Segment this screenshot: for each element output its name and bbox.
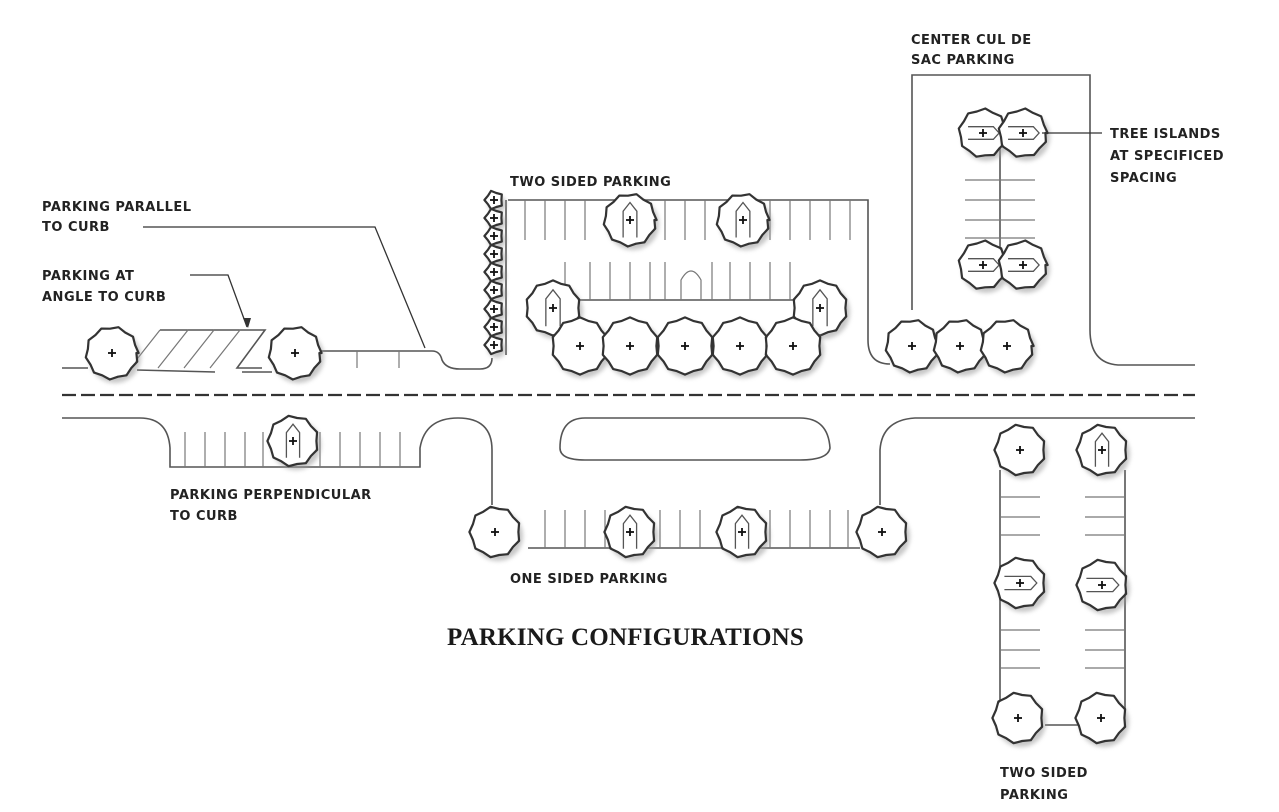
tree-icon: [764, 316, 824, 378]
tree-icon: [957, 239, 1010, 293]
label-angle-line1: PARKING AT: [42, 269, 134, 284]
label-parallel-line1: PARKING PARALLEL: [42, 200, 192, 215]
tree-icon: [1074, 691, 1129, 747]
one-sided-parking-stalls: [544, 510, 849, 548]
tree-icon: [551, 316, 611, 378]
tree-icon: [711, 316, 771, 378]
label-cul-de-sac-line2: SAC PARKING: [911, 53, 1015, 68]
label-cul-de-sac-line1: CENTER CUL DE: [911, 33, 1032, 48]
tree-icon: [601, 316, 661, 378]
tree-icon: [267, 326, 324, 383]
tree-icon: [266, 414, 321, 470]
two-sided-parking-lot: [505, 199, 891, 365]
label-two-sided-right-line2: PARKING: [1000, 788, 1068, 803]
tree-icon: [997, 107, 1050, 161]
tree-icon: [483, 261, 506, 285]
tree-icon: [483, 334, 506, 358]
leader-angle: [190, 274, 248, 328]
tree-icon: [1075, 558, 1130, 614]
tree-icon: [468, 505, 523, 561]
tree-icon: [993, 556, 1048, 612]
median-island: [559, 417, 831, 461]
tree-icon: [991, 691, 1046, 747]
parallel-parking-area: [318, 350, 493, 370]
label-two-sided-top: TWO SIDED PARKING: [510, 175, 671, 190]
label-tree-islands-line2: AT SPECIFICED: [1110, 149, 1224, 164]
angle-parking-area: [129, 329, 267, 369]
leader-parallel: [143, 226, 426, 349]
label-one-sided: ONE SIDED PARKING: [510, 572, 668, 587]
tree-symbols: [84, 107, 1130, 747]
tree-icon: [715, 193, 772, 250]
cul-de-sac-parking: [911, 74, 1195, 366]
tree-icon: [979, 319, 1036, 376]
label-parallel-line2: TO CURB: [42, 220, 110, 235]
tree-icon: [1075, 423, 1130, 479]
tree-icon: [884, 319, 941, 376]
tree-icon: [993, 423, 1048, 479]
tree-icon: [855, 505, 910, 561]
tree-icon: [715, 505, 770, 561]
perpendicular-parking-stalls: [184, 432, 401, 467]
tree-icon: [602, 193, 659, 250]
label-perpendicular-line1: PARKING PERPENDICULAR: [170, 488, 372, 503]
tree-icon: [997, 239, 1050, 293]
tree-icon: [84, 326, 141, 383]
tree-icon: [656, 316, 716, 378]
label-perpendicular-line2: TO CURB: [170, 509, 238, 524]
tree-icon: [483, 279, 506, 303]
label-angle-line2: ANGLE TO CURB: [42, 290, 166, 305]
diagram-title: PARKING CONFIGURATIONS: [447, 624, 804, 651]
tree-icon: [957, 107, 1010, 161]
tree-icon: [603, 505, 658, 561]
leader-angle-arrowhead: [243, 318, 251, 328]
label-tree-islands-line3: SPACING: [1110, 171, 1177, 186]
label-tree-islands-line1: TREE ISLANDS: [1110, 127, 1221, 142]
tree-icon: [932, 319, 989, 376]
label-two-sided-right-line1: TWO SIDED: [1000, 766, 1088, 781]
tree-icon: [525, 279, 583, 339]
north-curb-left: [62, 367, 272, 373]
south-curb: [62, 417, 1195, 549]
